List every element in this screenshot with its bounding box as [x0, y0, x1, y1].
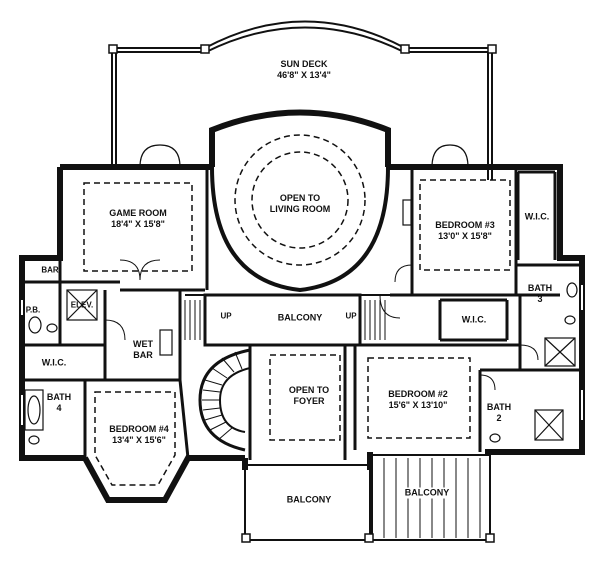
bedroom4-dims: 13'4" X 15'6"	[112, 435, 166, 445]
exterior-walls	[19, 164, 585, 503]
balcony-bottom-right-text: BALCONY	[404, 487, 450, 498]
wet-bar-line1: WET	[133, 339, 153, 349]
wic-left-label: W.I.C.	[42, 358, 67, 369]
up-left-label: UP	[220, 312, 231, 321]
balcony-mid-label: BALCONY	[278, 313, 323, 324]
bedroom2-ceiling	[367, 357, 471, 439]
game-room-ceiling	[83, 182, 193, 272]
balcony-bottom-left-label: BALCONY	[287, 495, 332, 506]
wic-mid-label: W.I.C.	[462, 315, 487, 326]
sun-deck-name: SUN DECK	[280, 59, 328, 69]
up-right-text: UP	[345, 311, 357, 321]
bath3-num: 3	[537, 294, 543, 304]
spiral-stair	[198, 348, 251, 452]
wet-bar-line2: BAR	[133, 350, 153, 360]
bedroom2-label: BEDROOM #2 15'6" X 13'10"	[388, 389, 448, 411]
open-foyer-line1: OPEN TO	[288, 385, 330, 395]
bath2-name: BATH	[486, 402, 512, 412]
balcony-bottom-left-text: BALCONY	[286, 494, 332, 505]
open-foyer-label: OPEN TO FOYER	[289, 385, 329, 407]
wic-left-text: W.I.C.	[41, 357, 67, 368]
foyer-opening	[269, 354, 341, 441]
bedroom3-ceiling	[419, 179, 511, 271]
interior-walls	[20, 167, 582, 460]
up-right-label: UP	[345, 312, 356, 321]
stairs-top	[184, 300, 386, 340]
bar-label: BAR	[41, 266, 58, 275]
open-living-label: OPEN TO LIVING ROOM	[270, 193, 331, 215]
bedroom2-dims: 15'6" X 13'10"	[388, 400, 448, 410]
bedroom3-label: BEDROOM #3 13'0" X 15'8"	[435, 220, 495, 242]
bath4-num: 4	[56, 403, 62, 413]
bar-text: BAR	[41, 265, 59, 275]
wic-mid-text: W.I.C.	[461, 314, 487, 325]
balcony-bottom-right-label: BALCONY	[402, 487, 452, 499]
wic-top-label: W.I.C.	[525, 212, 550, 223]
wet-bar-label: WET BAR	[133, 339, 153, 361]
bath2-num: 2	[496, 413, 502, 423]
railing-posts	[108, 44, 497, 54]
sun-deck-dims: 46'8" X 13'4"	[277, 70, 331, 80]
windows	[21, 285, 583, 425]
open-living-line1: OPEN TO	[279, 193, 321, 203]
bottom-balconies	[244, 454, 491, 541]
bedroom3-dims: 13'0" X 15'8"	[438, 231, 492, 241]
rotunda-dashed	[234, 134, 366, 266]
bottom-posts	[241, 533, 495, 543]
elev-text: ELEV.	[70, 300, 94, 310]
balcony-mid	[185, 293, 390, 347]
wic-top-text: W.I.C.	[524, 211, 550, 222]
game-room-name: GAME ROOM	[109, 208, 167, 218]
rotunda-walls	[209, 109, 391, 293]
bedroom4-label: BEDROOM #4 13'4" X 15'6"	[109, 424, 169, 446]
bath2-label: BATH 2	[487, 402, 511, 424]
bedroom4-ceiling	[94, 391, 176, 486]
bath3-name: BATH	[527, 283, 553, 293]
game-room-label: GAME ROOM 18'4" X 15'8"	[109, 208, 167, 230]
door-swings	[104, 259, 539, 391]
balcony-mid-text: BALCONY	[277, 312, 323, 323]
pb-text: P.B.	[25, 305, 41, 315]
bath4-label: BATH 4	[47, 392, 71, 414]
bath3-label: BATH 3	[528, 283, 552, 305]
bedroom4-name: BEDROOM #4	[109, 424, 169, 434]
elev-label: ELEV.	[71, 301, 93, 310]
open-foyer-line2: FOYER	[293, 396, 325, 406]
french-doors	[139, 144, 469, 168]
sun-deck-label: SUN DECK 46'8" X 13'4"	[277, 59, 331, 81]
bedroom2-name: BEDROOM #2	[388, 389, 448, 399]
game-room-dims: 18'4" X 15'8"	[111, 219, 165, 229]
bedroom3-name: BEDROOM #3	[435, 220, 495, 230]
open-living-line2: LIVING ROOM	[269, 204, 331, 214]
up-left-text: UP	[220, 311, 232, 321]
bath4-name: BATH	[46, 392, 72, 402]
pb-label: P.B.	[26, 306, 41, 315]
fixtures	[24, 199, 578, 445]
